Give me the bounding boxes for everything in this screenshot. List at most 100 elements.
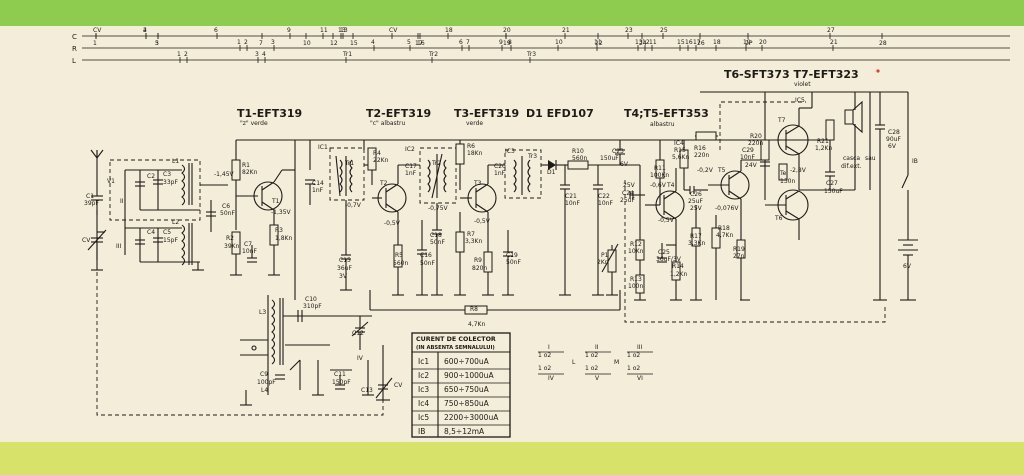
component-label: Tr2 [431, 160, 441, 167]
component-label: 25uF [688, 198, 703, 205]
table-row-value: 650÷750uA [444, 385, 490, 394]
component-label: 2Kn [597, 259, 609, 266]
paper-sheet [0, 26, 1024, 442]
table-subtitle: (IN ABSENTA SEMNALULUI) [416, 345, 495, 351]
heading-t3: T3-EFT319 [454, 107, 519, 120]
switch-mid-label: 1 o2 [585, 365, 598, 372]
switch-mid-label: 1 o2 [627, 352, 640, 359]
switch-mid-label: 1 o2 [538, 365, 551, 372]
component-label: C19 [506, 252, 518, 259]
rail-mark: 3 [255, 51, 259, 58]
component-label: 150pF [332, 379, 351, 386]
rail-mark: 12 [642, 39, 650, 46]
component-label: -0,076V [715, 205, 739, 212]
switch-bottom-label: VI [637, 375, 643, 382]
component-label: C13 [361, 387, 373, 394]
rail-mark: 25 [660, 27, 668, 34]
circuit-wiring [87, 91, 918, 416]
component-label: P1 [601, 252, 609, 259]
component-label: R11 [654, 165, 666, 172]
table-row-name: Ic5 [418, 413, 429, 422]
component-label: 39Kn [224, 243, 240, 250]
component-label: 50nF [506, 259, 521, 266]
component-label: C2 [147, 173, 155, 180]
component-label: -1,35V [271, 209, 292, 216]
component-label: C17 [405, 163, 417, 170]
table-row-name: Ic3 [418, 385, 429, 394]
component-label: 6V [903, 263, 912, 270]
component-label: C14 [312, 180, 324, 187]
component-label: IC1 [318, 144, 328, 151]
component-label: 6V [620, 161, 629, 168]
component-label: C15 [339, 257, 351, 264]
rail-mark: Tr1 [342, 51, 352, 58]
rail-letter-c: C [72, 33, 77, 41]
rail-mark: 27 [827, 27, 835, 34]
component-label: L4 [261, 387, 268, 394]
component-label: 560n [572, 155, 587, 162]
component-label: 5,6Kn [672, 154, 689, 161]
heading-t2: T2-EFT319 [366, 107, 431, 120]
component-label: R14 [672, 263, 684, 270]
component-label: C22 [598, 193, 610, 200]
component-label: D1 [547, 169, 556, 176]
component-label: 10Kn [628, 248, 644, 255]
component-label: C9 [260, 371, 268, 378]
rail-mark: 1 [93, 40, 97, 47]
heading-t1-color: "z" verde [240, 120, 268, 127]
component-label: 4,7Kn [468, 321, 485, 328]
component-label: R5 [395, 252, 403, 259]
component-label: 150uF [600, 155, 619, 162]
component-label: -0,6V [650, 182, 667, 189]
rail-mark: 6 [459, 39, 463, 46]
rail-letter-r: R [72, 45, 77, 53]
component-label: 25uF [620, 197, 635, 204]
component-label: CV [394, 382, 403, 389]
component-label: -0,75V [428, 205, 449, 212]
component-label: 820n [472, 265, 487, 272]
component-label: R9 [474, 257, 482, 264]
component-label: C26 [690, 191, 702, 198]
component-label: C5 [163, 229, 171, 236]
rail-mark: 7 [466, 39, 470, 46]
heading-t45: T4;T5-EFT353 [624, 107, 709, 120]
component-label: 220n [694, 152, 709, 159]
rail-mark: 10 [303, 40, 311, 47]
component-label: 50nF [220, 210, 235, 217]
table-row-value: 600÷700uA [444, 357, 490, 366]
component-label: R2 [226, 235, 234, 242]
component-label: 1nF [312, 187, 324, 194]
component-label: 1,2Kn [815, 145, 832, 152]
rail-mark: 3 [271, 39, 275, 46]
rail-mark: 3 [155, 40, 159, 47]
component-label: Te [779, 170, 787, 177]
component-label: C4 [147, 229, 155, 236]
table-row-value: 2200÷3000uA [444, 413, 499, 422]
component-label: 10nF [740, 154, 755, 161]
component-label: 25V [623, 182, 636, 189]
component-label: 10nF [565, 200, 580, 207]
component-label: 36uF/3V [656, 256, 682, 263]
rail-mark: Tr3 [526, 51, 536, 58]
table-row-value: 8,5÷12mA [444, 427, 485, 436]
component-label: 1nF [405, 170, 417, 177]
rail-mark: 4 [371, 39, 375, 46]
rail-mark: 23 [625, 27, 633, 34]
switch-letter-m: M [614, 359, 619, 366]
heading-t3-color: verde [466, 120, 483, 127]
component-label: 310pF [303, 303, 322, 310]
rail-mark: 11 [594, 39, 602, 46]
rail-mark: 16 [417, 40, 425, 47]
component-label: R15 [674, 147, 686, 154]
component-label: 10nF [598, 200, 613, 207]
rail-mark: 19 [743, 39, 751, 46]
rail-mark: 24 [639, 40, 647, 47]
rail-mark: 11 [649, 39, 657, 46]
component-label: R8 [470, 306, 478, 313]
component-label: IB [912, 158, 918, 165]
table-row-name: Ic1 [418, 357, 429, 366]
rail-mark: 7 [259, 40, 263, 47]
table-row-name: Ic4 [418, 399, 429, 408]
switch-mid-label: 1 o2 [585, 352, 598, 359]
